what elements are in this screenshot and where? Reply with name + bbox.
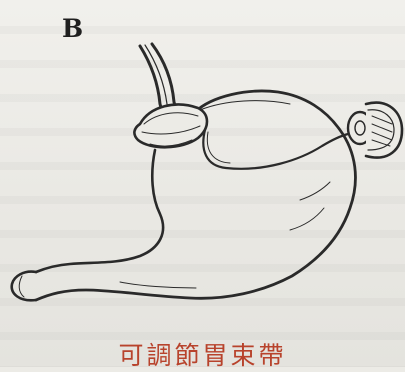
lesser-curvature <box>36 150 163 272</box>
access-port-icon <box>348 103 402 158</box>
band-tubing <box>203 130 348 169</box>
gastric-band <box>134 105 207 148</box>
duodenum <box>12 272 36 301</box>
